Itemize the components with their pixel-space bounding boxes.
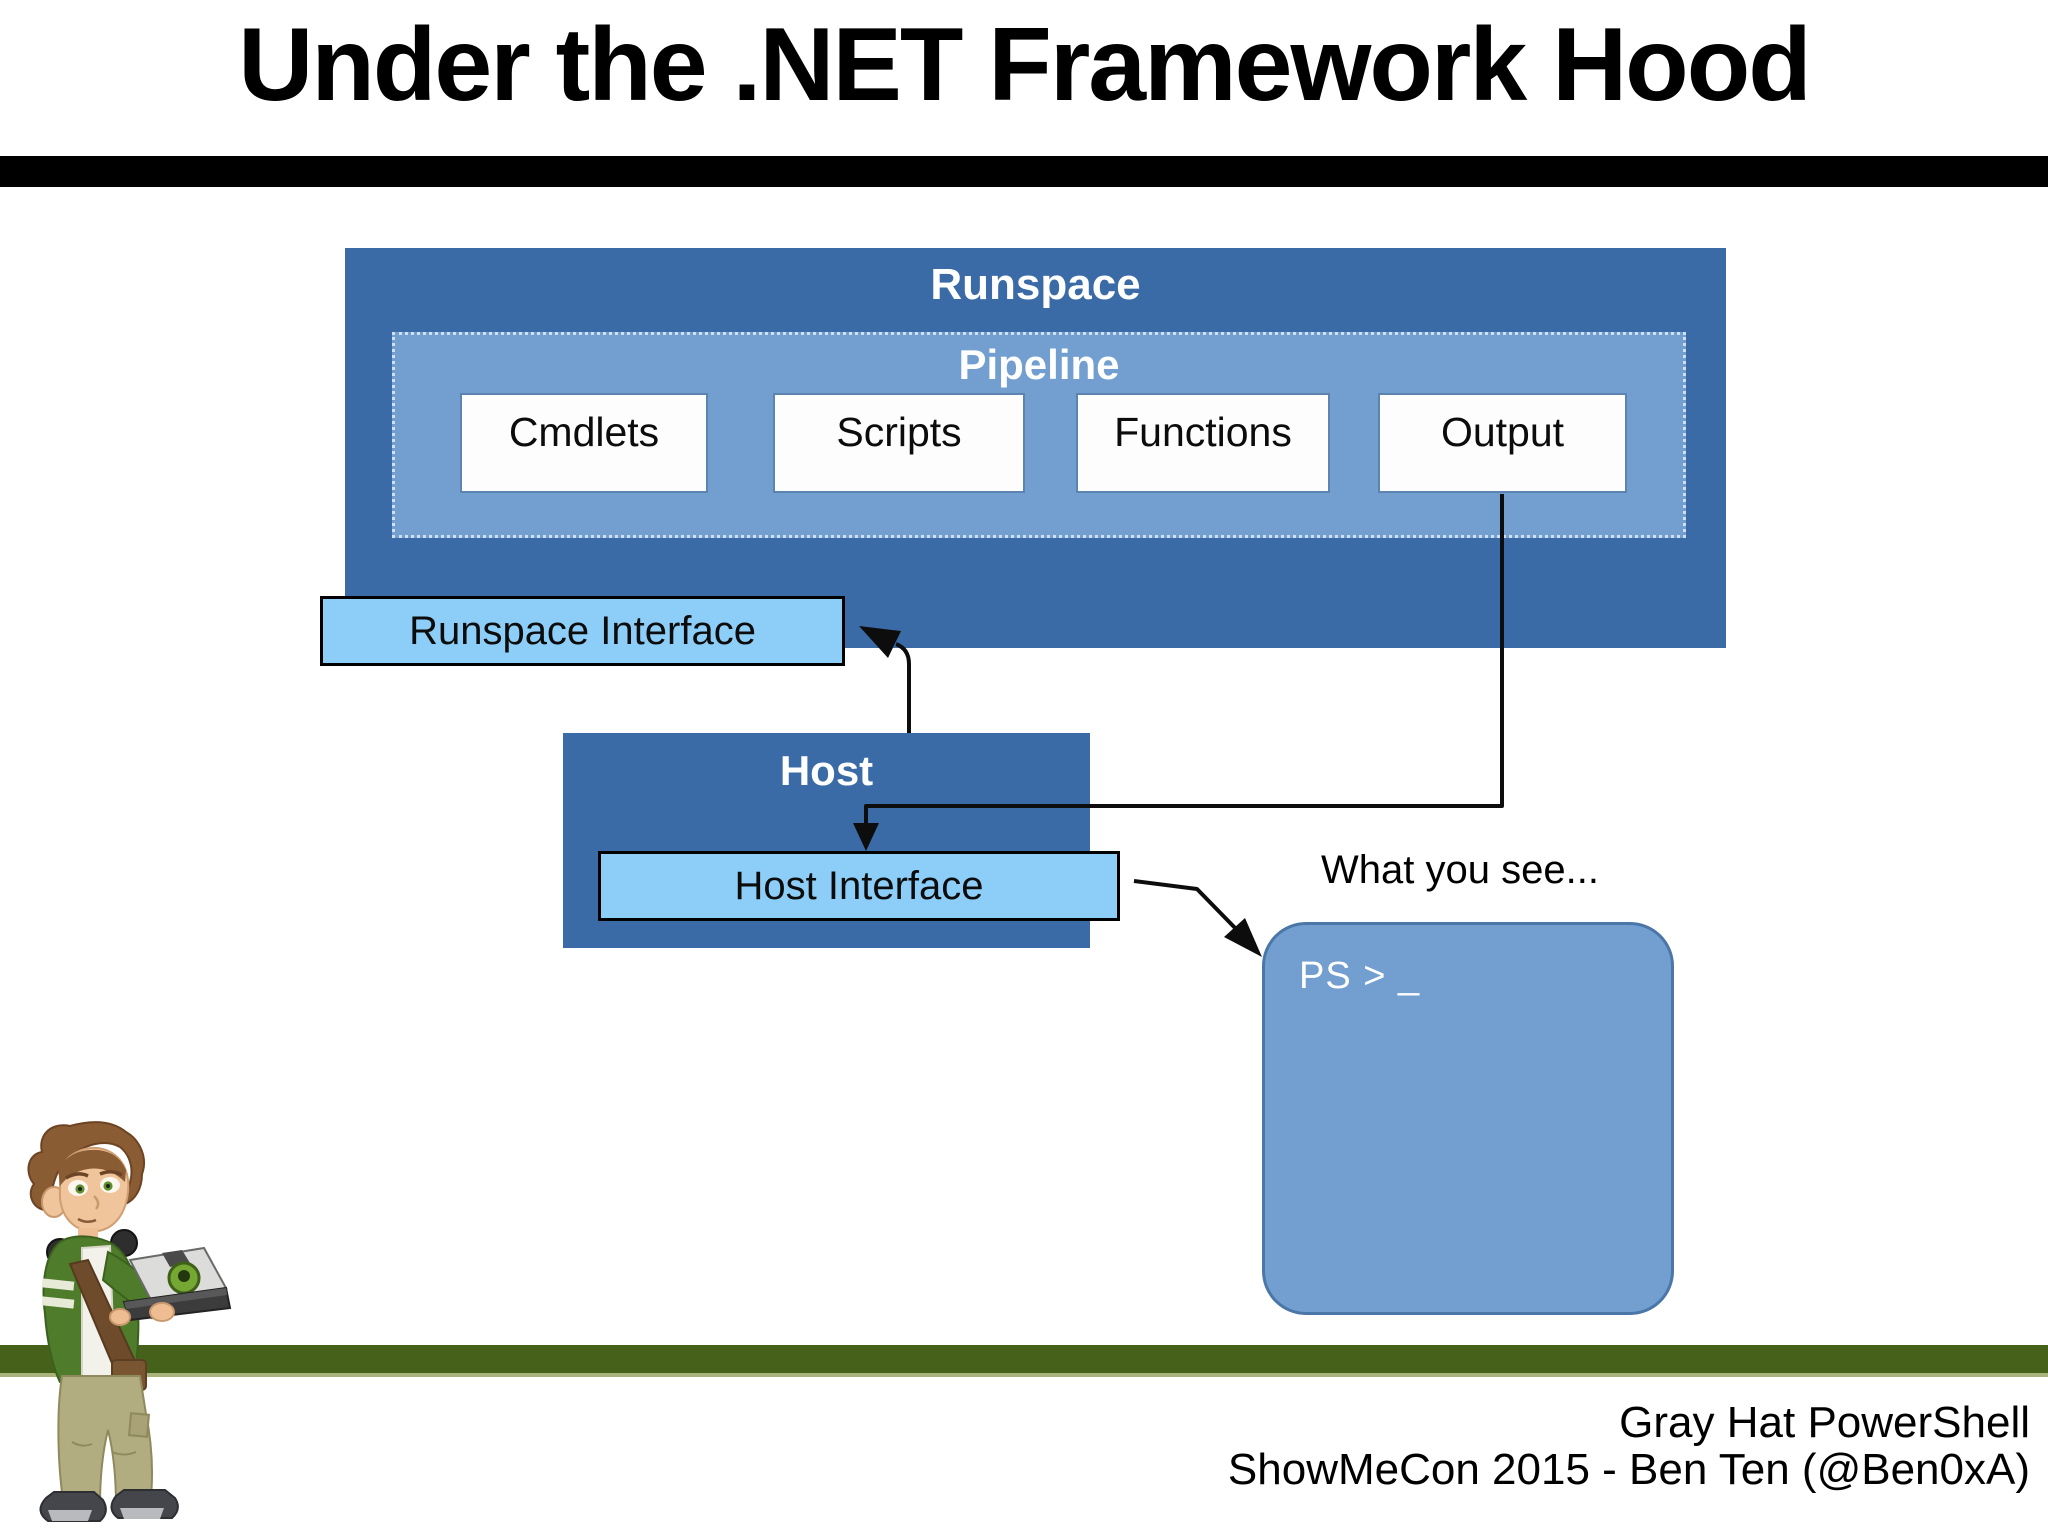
arrowhead-downright-icon <box>1224 918 1262 957</box>
mascot-right-eyebrow <box>99 1170 123 1177</box>
mascot-left-eyebrow <box>65 1172 89 1180</box>
mascot-cargo-pocket <box>127 1412 151 1438</box>
mascot-mouth <box>77 1217 97 1223</box>
mascot-pants <box>57 1375 154 1507</box>
host-interface-box: Host Interface <box>598 851 1120 921</box>
footer-green-bar <box>0 1345 2048 1377</box>
mascot-hair <box>27 1121 145 1216</box>
slide-title: Under the .NET Framework Hood <box>238 7 1812 123</box>
host-label: Host <box>779 747 874 794</box>
mascot-hand <box>149 1302 175 1322</box>
host-interface-label: Host Interface <box>734 863 984 908</box>
pipeline-stage-output: Output <box>1378 393 1627 493</box>
mascot-pant-wrinkles <box>71 1441 137 1456</box>
mascot-left-boot-plate <box>48 1510 92 1521</box>
terminal-prompt: PS > _ <box>1299 955 1421 997</box>
title-divider-bar <box>0 156 2048 187</box>
mascot-laptop-keyboard <box>124 1288 227 1309</box>
mascot-left-pupil <box>78 1187 82 1191</box>
mascot-sleeve-stripe <box>41 1278 75 1291</box>
pipeline-label: Pipeline <box>958 341 1120 388</box>
footer-credits: Gray Hat PowerShell ShowMeCon 2015 - Ben… <box>1227 1398 2030 1494</box>
mascot-nose <box>93 1195 100 1210</box>
mascot-fringe <box>58 1149 126 1186</box>
runspace-interface-label: Runspace Interface <box>409 608 756 653</box>
footer-line-2: ShowMeCon 2015 - Ben Ten (@Ben0xA) <box>1227 1444 2030 1494</box>
footer-line-1: Gray Hat PowerShell <box>1619 1398 2030 1447</box>
mascot-character <box>27 1121 232 1522</box>
pipeline-stage-scripts: Scripts <box>773 393 1025 493</box>
runspace-interface-box: Runspace Interface <box>320 596 845 666</box>
mascot-laptop-logo-skull <box>178 1270 190 1282</box>
pipeline-stage-cmdlets: Cmdlets <box>460 393 708 493</box>
powershell-terminal-box: PS > _ <box>1262 922 1674 1315</box>
pipeline-stage-functions: Functions <box>1076 393 1330 493</box>
mascot-right-pupil <box>106 1184 110 1188</box>
mascot-hand <box>109 1308 131 1326</box>
arrow-host-to-runspace-interface <box>895 642 911 733</box>
mascot-right-boot-plate <box>120 1508 164 1519</box>
arrow-host-interface-to-terminal <box>1133 879 1242 935</box>
mascot-sleeve-stripe <box>41 1296 75 1309</box>
runspace-label: Runspace <box>930 260 1141 309</box>
what-you-see-caption: What you see... <box>1321 848 1599 892</box>
